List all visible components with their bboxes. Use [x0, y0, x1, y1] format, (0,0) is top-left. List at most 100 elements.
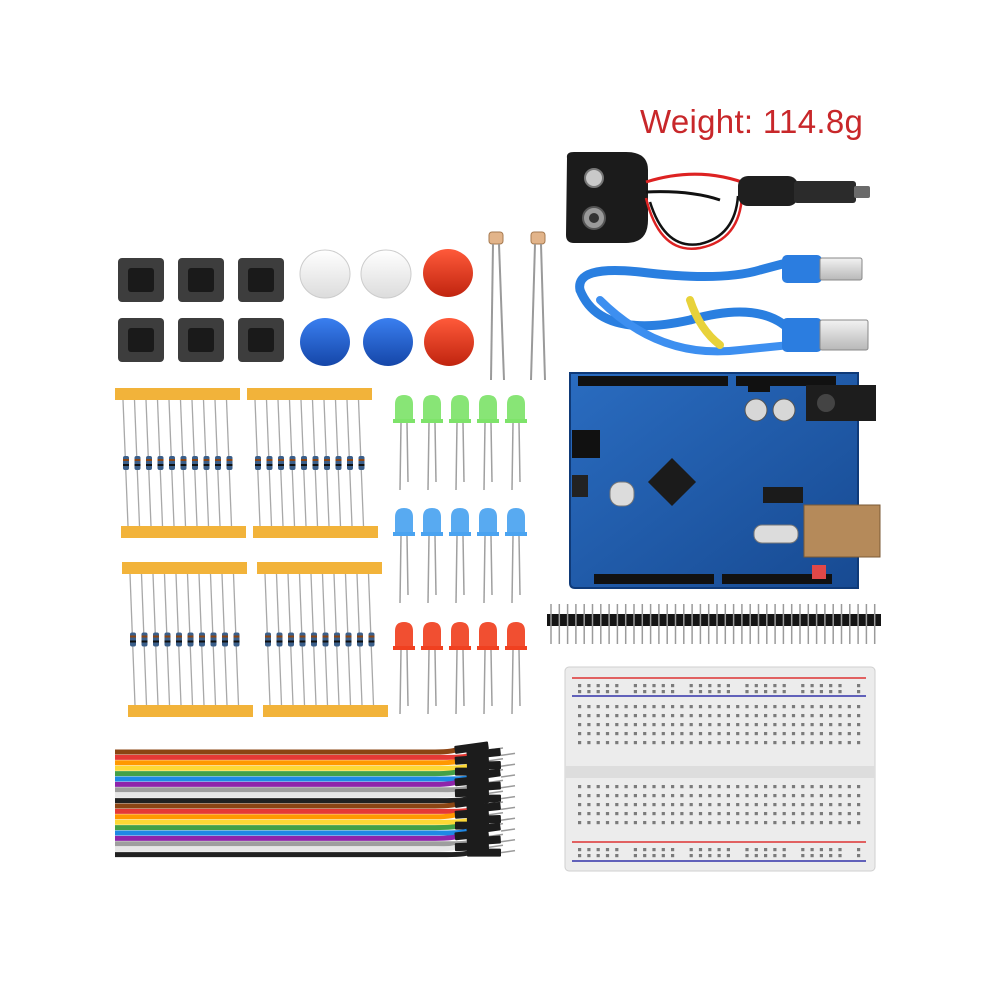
- breadboard-rail-hole: [578, 854, 582, 858]
- breadboard-rail-hole: [587, 684, 591, 688]
- breadboard-rail-hole: [819, 684, 823, 688]
- breadboard-hole: [680, 821, 684, 825]
- breadboard-rail-hole: [810, 848, 814, 852]
- breadboard-hole: [587, 785, 591, 789]
- breadboard-hole: [624, 794, 628, 798]
- breadboard-rail-hole: [671, 854, 675, 858]
- breadboard-rail-hole: [633, 684, 637, 688]
- breadboard-hole: [717, 812, 721, 816]
- breadboard-hole: [689, 785, 693, 789]
- breadboard-hole: [726, 812, 730, 816]
- breadboard-hole: [680, 812, 684, 816]
- resistor-bundle: [257, 562, 388, 717]
- breadboard-hole: [643, 723, 647, 727]
- breadboard-hole: [661, 785, 665, 789]
- weight-caption: Weight: 114.8g: [640, 103, 864, 140]
- breadboard-hole: [791, 741, 796, 745]
- breadboard-rail-hole: [578, 848, 582, 852]
- breadboard-hole: [819, 803, 823, 807]
- breadboard-hole: [819, 705, 823, 709]
- breadboard-hole: [736, 723, 740, 727]
- breadboard-hole: [829, 785, 833, 789]
- breadboard-hole: [671, 803, 675, 807]
- breadboard-hole: [643, 821, 647, 825]
- breadboard-hole: [689, 705, 693, 709]
- breadboard-hole: [764, 714, 768, 718]
- breadboard-hole: [698, 785, 703, 789]
- breadboard-hole: [754, 821, 758, 825]
- breadboard-hole: [801, 794, 805, 798]
- led-blue: [449, 508, 471, 604]
- breadboard-rail-hole: [857, 690, 861, 694]
- breadboard-hole: [680, 741, 684, 745]
- breadboard-hole: [698, 794, 703, 798]
- breadboard-rail-hole: [764, 854, 768, 858]
- breadboard-hole: [587, 741, 591, 745]
- breadboard-hole: [838, 714, 842, 718]
- breadboard-rail-hole: [717, 690, 721, 694]
- breadboard-hole: [745, 794, 749, 798]
- breadboard-hole: [680, 714, 684, 718]
- breadboard-rail-hole: [838, 690, 842, 694]
- button-cap-red: [424, 318, 474, 366]
- breadboard-hole: [661, 723, 665, 727]
- breadboard-hole: [726, 732, 730, 736]
- breadboard-hole: [764, 741, 768, 745]
- breadboard-hole: [857, 812, 861, 816]
- breadboard-hole: [643, 794, 647, 798]
- breadboard-hole: [857, 794, 861, 798]
- breadboard-hole: [708, 732, 712, 736]
- breadboard-rail-hole: [857, 684, 861, 688]
- breadboard-hole: [680, 803, 684, 807]
- breadboard-rail-hole: [652, 848, 656, 852]
- breadboard-hole: [782, 785, 786, 789]
- breadboard-hole: [671, 785, 675, 789]
- breadboard-rail-hole: [754, 684, 758, 688]
- breadboard-hole: [708, 812, 712, 816]
- breadboard-rail-hole: [652, 684, 656, 688]
- breadboard-hole: [596, 821, 600, 825]
- breadboard-hole: [698, 821, 703, 825]
- breadboard-hole: [689, 723, 693, 727]
- breadboard-hole: [605, 785, 610, 789]
- breadboard-rail-hole: [708, 848, 712, 852]
- breadboard-hole: [698, 812, 703, 816]
- breadboard-hole: [801, 812, 805, 816]
- breadboard-hole: [773, 723, 777, 727]
- breadboard-rail-hole: [745, 848, 749, 852]
- breadboard-hole: [754, 741, 758, 745]
- breadboard-rail-hole: [671, 848, 675, 852]
- push-button: [118, 258, 164, 302]
- breadboard-rail-hole: [726, 848, 730, 852]
- breadboard-hole: [708, 821, 712, 825]
- breadboard-rail-hole: [643, 854, 647, 858]
- led-red: [505, 622, 527, 715]
- breadboard-hole: [596, 803, 600, 807]
- breadboard-hole: [624, 812, 628, 816]
- breadboard-hole: [633, 803, 637, 807]
- breadboard-hole: [773, 732, 777, 736]
- breadboard-hole: [615, 732, 619, 736]
- breadboard-rail-hole: [605, 690, 610, 694]
- breadboard-rail-hole: [773, 690, 777, 694]
- breadboard-rail-hole: [596, 854, 600, 858]
- breadboard-rail-hole: [596, 848, 600, 852]
- breadboard-hole: [782, 732, 786, 736]
- breadboard-hole: [680, 705, 684, 709]
- breadboard-hole: [717, 705, 721, 709]
- breadboard-hole: [698, 732, 703, 736]
- breadboard-hole: [596, 705, 600, 709]
- breadboard-hole: [810, 785, 814, 789]
- breadboard-hole: [745, 785, 749, 789]
- breadboard-hole: [680, 794, 684, 798]
- breadboard-rail-hole: [782, 690, 786, 694]
- breadboard-hole: [624, 821, 628, 825]
- breadboard-hole: [847, 714, 851, 718]
- breadboard-hole: [605, 803, 610, 807]
- breadboard-rail-hole: [605, 854, 610, 858]
- breadboard-rail-hole: [717, 684, 721, 688]
- breadboard-hole: [578, 785, 582, 789]
- breadboard-hole: [605, 794, 610, 798]
- breadboard-hole: [791, 812, 796, 816]
- breadboard-rail-hole: [754, 690, 758, 694]
